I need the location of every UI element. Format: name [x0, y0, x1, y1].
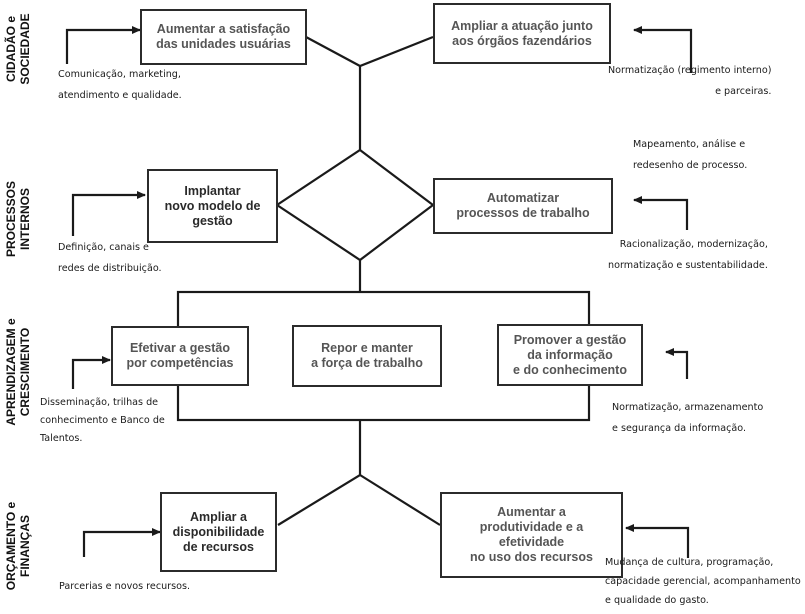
objective-box-gestao-competencias: Efetivar a gestão por competências: [111, 326, 249, 386]
note-comunicacao: Comunicação, marketing, atendimento e qu…: [58, 69, 182, 101]
note-normatizacao-regimento: Normatização (regimento interno) e parce…: [608, 65, 772, 97]
note-armazenamento: Normatização, armazenamento e segurança …: [612, 402, 764, 434]
note-mudanca-cultura: Mudança de cultura, programação, capacid…: [605, 557, 801, 606]
objective-box-disponibilidade: Ampliar a disponibilidade de recursos: [160, 492, 277, 572]
note-mapeamento: Mapeamento, análise e redesenho de proce…: [633, 139, 748, 171]
side-label-processos-internos: PROCESSOS INTERNOS: [4, 180, 32, 258]
side-label-aprendizagem-crescimento: APRENDIZAGEM e CRESCIMENTO: [4, 318, 32, 426]
note-definicao: Definição, canais e redes de distribuiçã…: [58, 242, 162, 274]
note-disseminacao: Disseminação, trilhas de conhecimento e …: [40, 397, 165, 444]
objective-box-forca-trabalho: Repor e manter a força de trabalho: [292, 325, 442, 387]
objective-box-atuacao: Ampliar a atuação junto aos órgãos fazen…: [433, 3, 611, 64]
objective-box-novo-modelo: Implantar novo modelo de gestão: [147, 169, 278, 243]
objective-box-satisfacao: Aumentar a satisfação das unidades usuár…: [140, 9, 307, 65]
note-parcerias: Parcerias e novos recursos.: [59, 581, 191, 592]
side-label-orcamento-financas: ORÇAMENTO e FINANÇAS: [4, 501, 32, 591]
objective-box-produtividade: Aumentar a produtividade e a efetividade…: [440, 492, 623, 578]
note-racionalizacao: Racionalização, modernização, normatizaç…: [608, 239, 768, 271]
objective-box-gestao-informacao: Promover a gestão da informação e do con…: [497, 324, 643, 386]
side-label-cidadao-sociedade: CIDADÃO e SOCIEDADE: [4, 13, 32, 85]
objective-box-automatizar: Automatizar processos de trabalho: [433, 178, 613, 234]
